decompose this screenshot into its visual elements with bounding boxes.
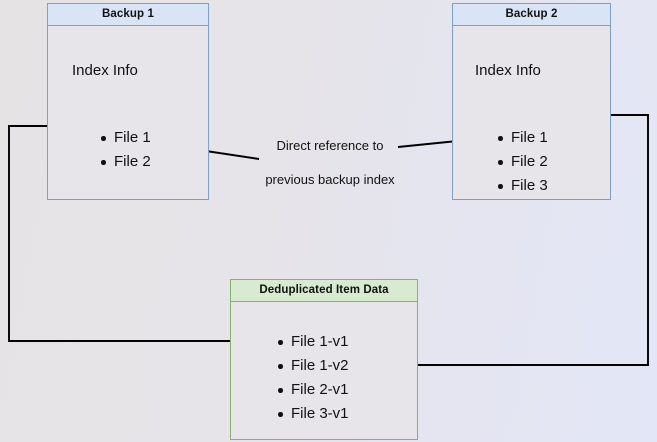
list-item: File 1-v2: [278, 354, 349, 378]
backup-2-box[interactable]: Backup 2 Index Info File 1 File 2 File 3: [452, 3, 611, 200]
list-item: File 2: [498, 150, 548, 174]
deduplicated-file-list: File 1-v1 File 1-v2 File 2-v1 File 3-v1: [278, 330, 349, 426]
deduplicated-item-data-box[interactable]: Deduplicated Item Data File 1-v1 File 1-…: [230, 279, 418, 440]
backup-1-index-label: Index Info: [72, 62, 138, 79]
backup-1-box[interactable]: Backup 1 Index Info File 1 File 2: [47, 3, 209, 200]
backup-2-header: Backup 2: [453, 4, 610, 26]
list-item: File 2-v1: [278, 378, 349, 402]
deduplicated-item-data-body: File 1-v1 File 1-v2 File 2-v1 File 3-v1: [231, 302, 417, 439]
direct-reference-annotation: Direct reference to previous backup inde…: [248, 120, 412, 205]
list-item: File 2: [101, 150, 151, 174]
list-item: File 1: [498, 126, 548, 150]
backup-1-file-list: File 1 File 2: [101, 126, 151, 174]
list-item: File 1-v1: [278, 330, 349, 354]
backup-2-index-label: Index Info: [475, 62, 541, 79]
connector-backup2-file1-to-dedup: [383, 114, 649, 372]
backup-2-file-list: File 1 File 2 File 3: [498, 126, 548, 198]
list-item: File 3: [498, 174, 548, 198]
list-item: File 3-v1: [278, 402, 349, 426]
backup-1-body: Index Info File 1 File 2: [48, 26, 208, 199]
list-item: File 1: [101, 126, 151, 150]
backup-2-body: Index Info File 1 File 2 File 3: [453, 26, 610, 199]
direct-reference-annotation-line-2: previous backup index: [265, 172, 395, 187]
backup-1-header: Backup 1: [48, 4, 208, 26]
deduplicated-item-data-header: Deduplicated Item Data: [231, 280, 417, 302]
direct-reference-annotation-line-1: Direct reference to: [276, 138, 384, 153]
